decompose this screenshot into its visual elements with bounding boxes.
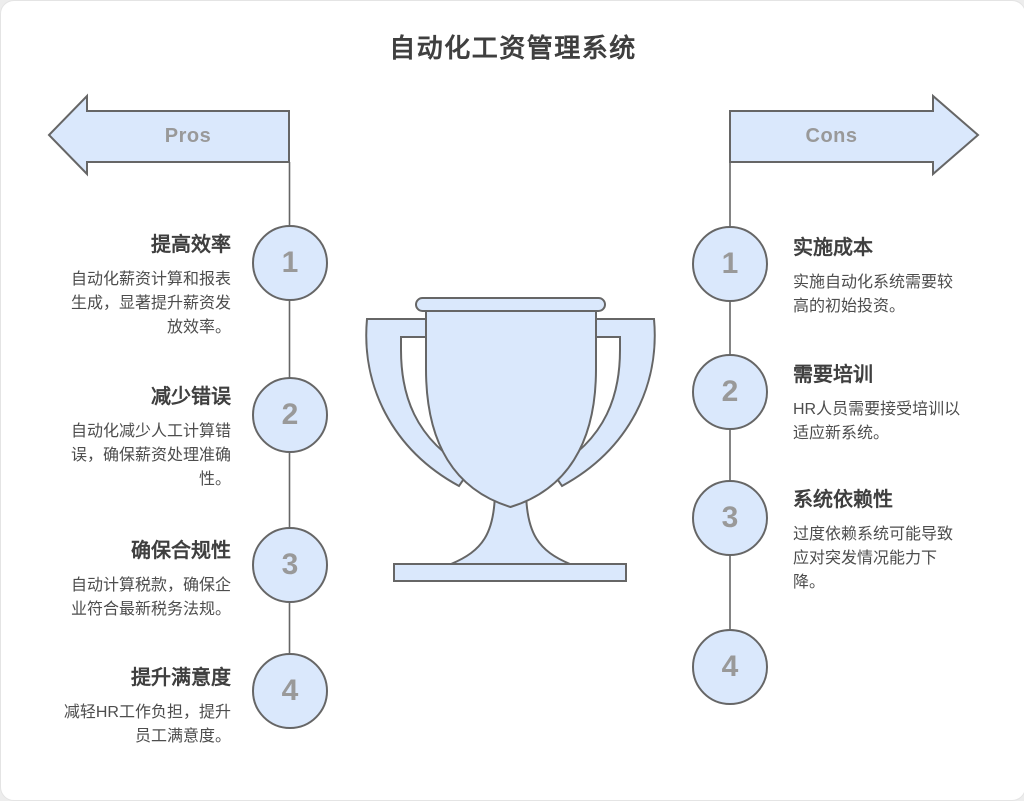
cons-item-desc: 过度依赖系统可能导致 应对突发情况能力下 降。 <box>793 526 954 591</box>
pros-item-3: 确保合规性 自动计算税款，确保企 业符合最新税务法规。 <box>31 538 231 622</box>
pros-item-desc: 减轻HR工作负担，提升 员工满意度。 <box>63 704 231 745</box>
cons-step-circle-2: 2 <box>692 354 768 430</box>
pros-step-number: 1 <box>281 246 299 279</box>
cons-step-number: 3 <box>721 501 739 534</box>
cons-item-2: 需要培训 HR人员需要接受培训以 适应新系统。 <box>793 362 993 446</box>
pros-step-circle-3: 3 <box>252 527 328 603</box>
trophy-cup <box>425 309 597 509</box>
cons-step-number: 2 <box>721 375 739 408</box>
trophy-icon <box>365 297 656 582</box>
pros-step-circle-1: 1 <box>252 225 328 301</box>
pros-step-number: 3 <box>281 548 299 581</box>
pros-item-desc: 自动计算税款，确保企 业符合最新税务法规。 <box>70 577 231 618</box>
pros-item-desc: 自动化薪资计算和报表 生成，显著提升薪资发 放效率。 <box>70 271 231 336</box>
cons-item-3: 系统依赖性 过度依赖系统可能导致 应对突发情况能力下 降。 <box>793 487 993 595</box>
pros-arrow-shape <box>47 93 290 177</box>
cons-arrow-shape <box>729 93 980 177</box>
trophy-rim <box>415 297 606 312</box>
cons-item-title: 需要培训 <box>793 364 873 386</box>
cons-step-number: 4 <box>721 650 739 683</box>
cons-step-circle-1: 1 <box>692 226 768 302</box>
cons-step-circle-4: 4 <box>692 629 768 705</box>
pros-item-desc: 自动化减少人工计算错 误，确保薪资处理准确 性。 <box>70 423 231 488</box>
pros-item-2: 减少错误 自动化减少人工计算错 误，确保薪资处理准确 性。 <box>31 384 231 492</box>
pros-item-title: 减少错误 <box>151 386 231 408</box>
pros-item-title: 提升满意度 <box>131 667 231 689</box>
cons-step-number: 1 <box>721 247 739 280</box>
page-title: 自动化工资管理系统 <box>389 33 637 63</box>
cons-item-1: 实施成本 实施自动化系统需要较 高的初始投资。 <box>793 235 993 319</box>
cons-item-title: 系统依赖性 <box>793 489 893 511</box>
pros-item-title: 确保合规性 <box>131 540 231 562</box>
pros-step-number: 4 <box>281 674 299 707</box>
cons-item-title: 实施成本 <box>793 237 873 259</box>
trophy-base <box>393 563 627 582</box>
cons-item-desc: 实施自动化系统需要较 高的初始投资。 <box>793 274 954 315</box>
pros-item-1: 提高效率 自动化薪资计算和报表 生成，显著提升薪资发 放效率。 <box>31 232 231 340</box>
cons-arrow-label: Cons <box>805 125 858 147</box>
cons-step-circle-3: 3 <box>692 480 768 556</box>
pros-item-title: 提高效率 <box>151 234 231 256</box>
pros-item-4: 提升满意度 减轻HR工作负担，提升 员工满意度。 <box>31 665 231 749</box>
pros-arrow-label: Pros <box>164 125 212 147</box>
cons-item-desc: HR人员需要接受培训以 适应新系统。 <box>793 401 961 442</box>
pros-step-circle-2: 2 <box>252 377 328 453</box>
pros-step-number: 2 <box>281 398 299 431</box>
pros-step-circle-4: 4 <box>252 653 328 729</box>
